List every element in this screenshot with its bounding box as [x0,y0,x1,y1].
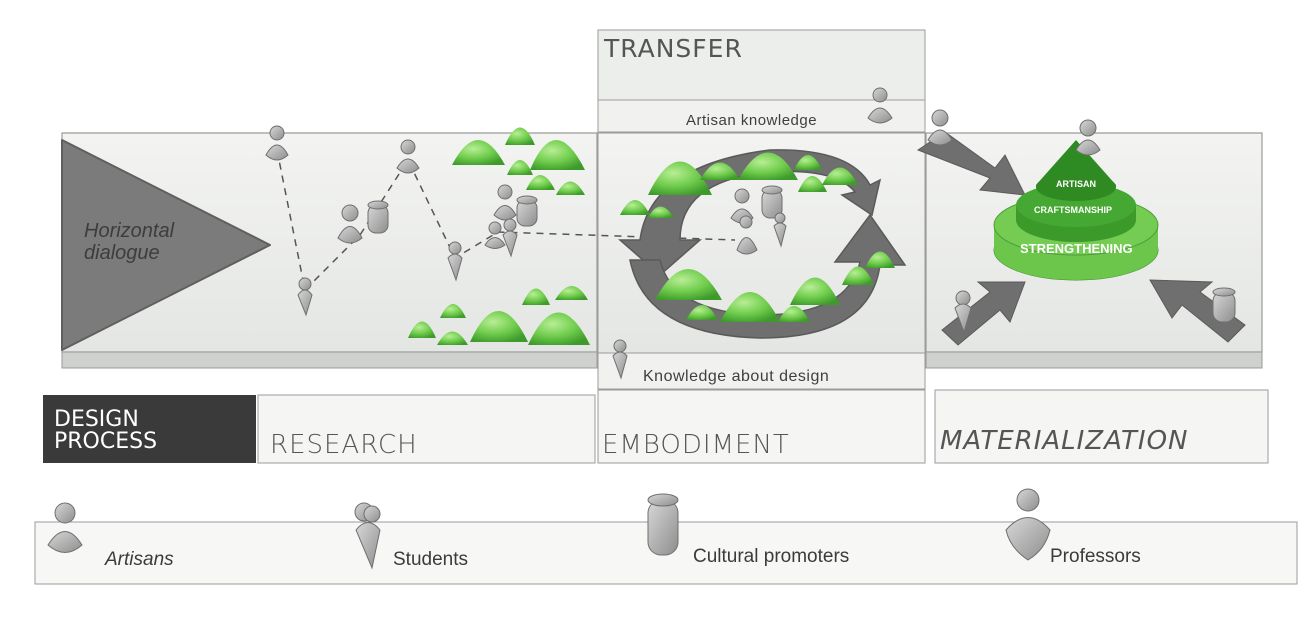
horizontal-dialogue-line1: Horizontal [84,220,175,242]
people [47,87,1236,570]
legend-cultural-promoters: Cultural promoters [693,546,850,567]
research-cones [408,127,590,345]
horizontal-dialogue-line2: dialogue [84,242,160,264]
design-process-line2: PROCESS [54,429,158,454]
horizontal-dialogue-label: Horizontal dialogue [84,220,174,264]
pyramid-label-artisan: ARTISAN [1056,179,1096,189]
pyramid-label-craftsmanship: CRAFTSMANSHIP [1034,205,1112,215]
legend-artisans: Artisans [105,549,174,570]
legend-professors: Professors [1050,546,1141,567]
artisan-knowledge-label: Artisan knowledge [686,112,818,129]
embodiment-cones [620,152,895,322]
research-panel [61,132,598,369]
design-process-line1: DESIGN [54,407,139,432]
legend-students: Students [393,549,468,570]
phase-embodiment: EMBODIMENT [602,430,790,460]
phase-materialization: MATERIALIZATION [940,426,1189,456]
transfer-title: TRANSFER [604,34,743,63]
design-process-label: DESIGN PROCESS [54,409,157,453]
horizontal-dialogue-arrow [61,139,271,351]
materialization-arrows [916,131,1246,346]
pyramid [993,140,1159,281]
phase-research: RESEARCH [270,430,418,460]
pyramid-label-strengthening: STRENGTHENING [1020,241,1133,256]
phase-bar [43,389,1269,464]
knowledge-design-label: Knowledge about design [643,368,830,385]
